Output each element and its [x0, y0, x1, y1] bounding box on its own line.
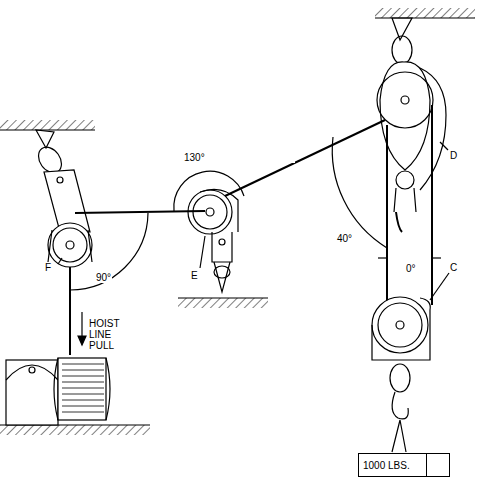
box-divider	[426, 454, 427, 476]
angle-label: 90°	[95, 272, 112, 283]
block-label: C	[449, 262, 458, 273]
pull-label: HOIST LINE PULL	[88, 318, 140, 351]
block-label: E	[190, 270, 199, 281]
angle-label: 130°	[183, 152, 295, 163]
block-label: D	[449, 150, 458, 161]
block-label: F	[44, 262, 52, 273]
weight-box: 1000 LBS.	[358, 453, 450, 477]
angle-label: 0°	[405, 263, 417, 274]
angle-label: 40°	[336, 233, 353, 244]
weight-text: 1000 LBS.	[359, 460, 414, 471]
